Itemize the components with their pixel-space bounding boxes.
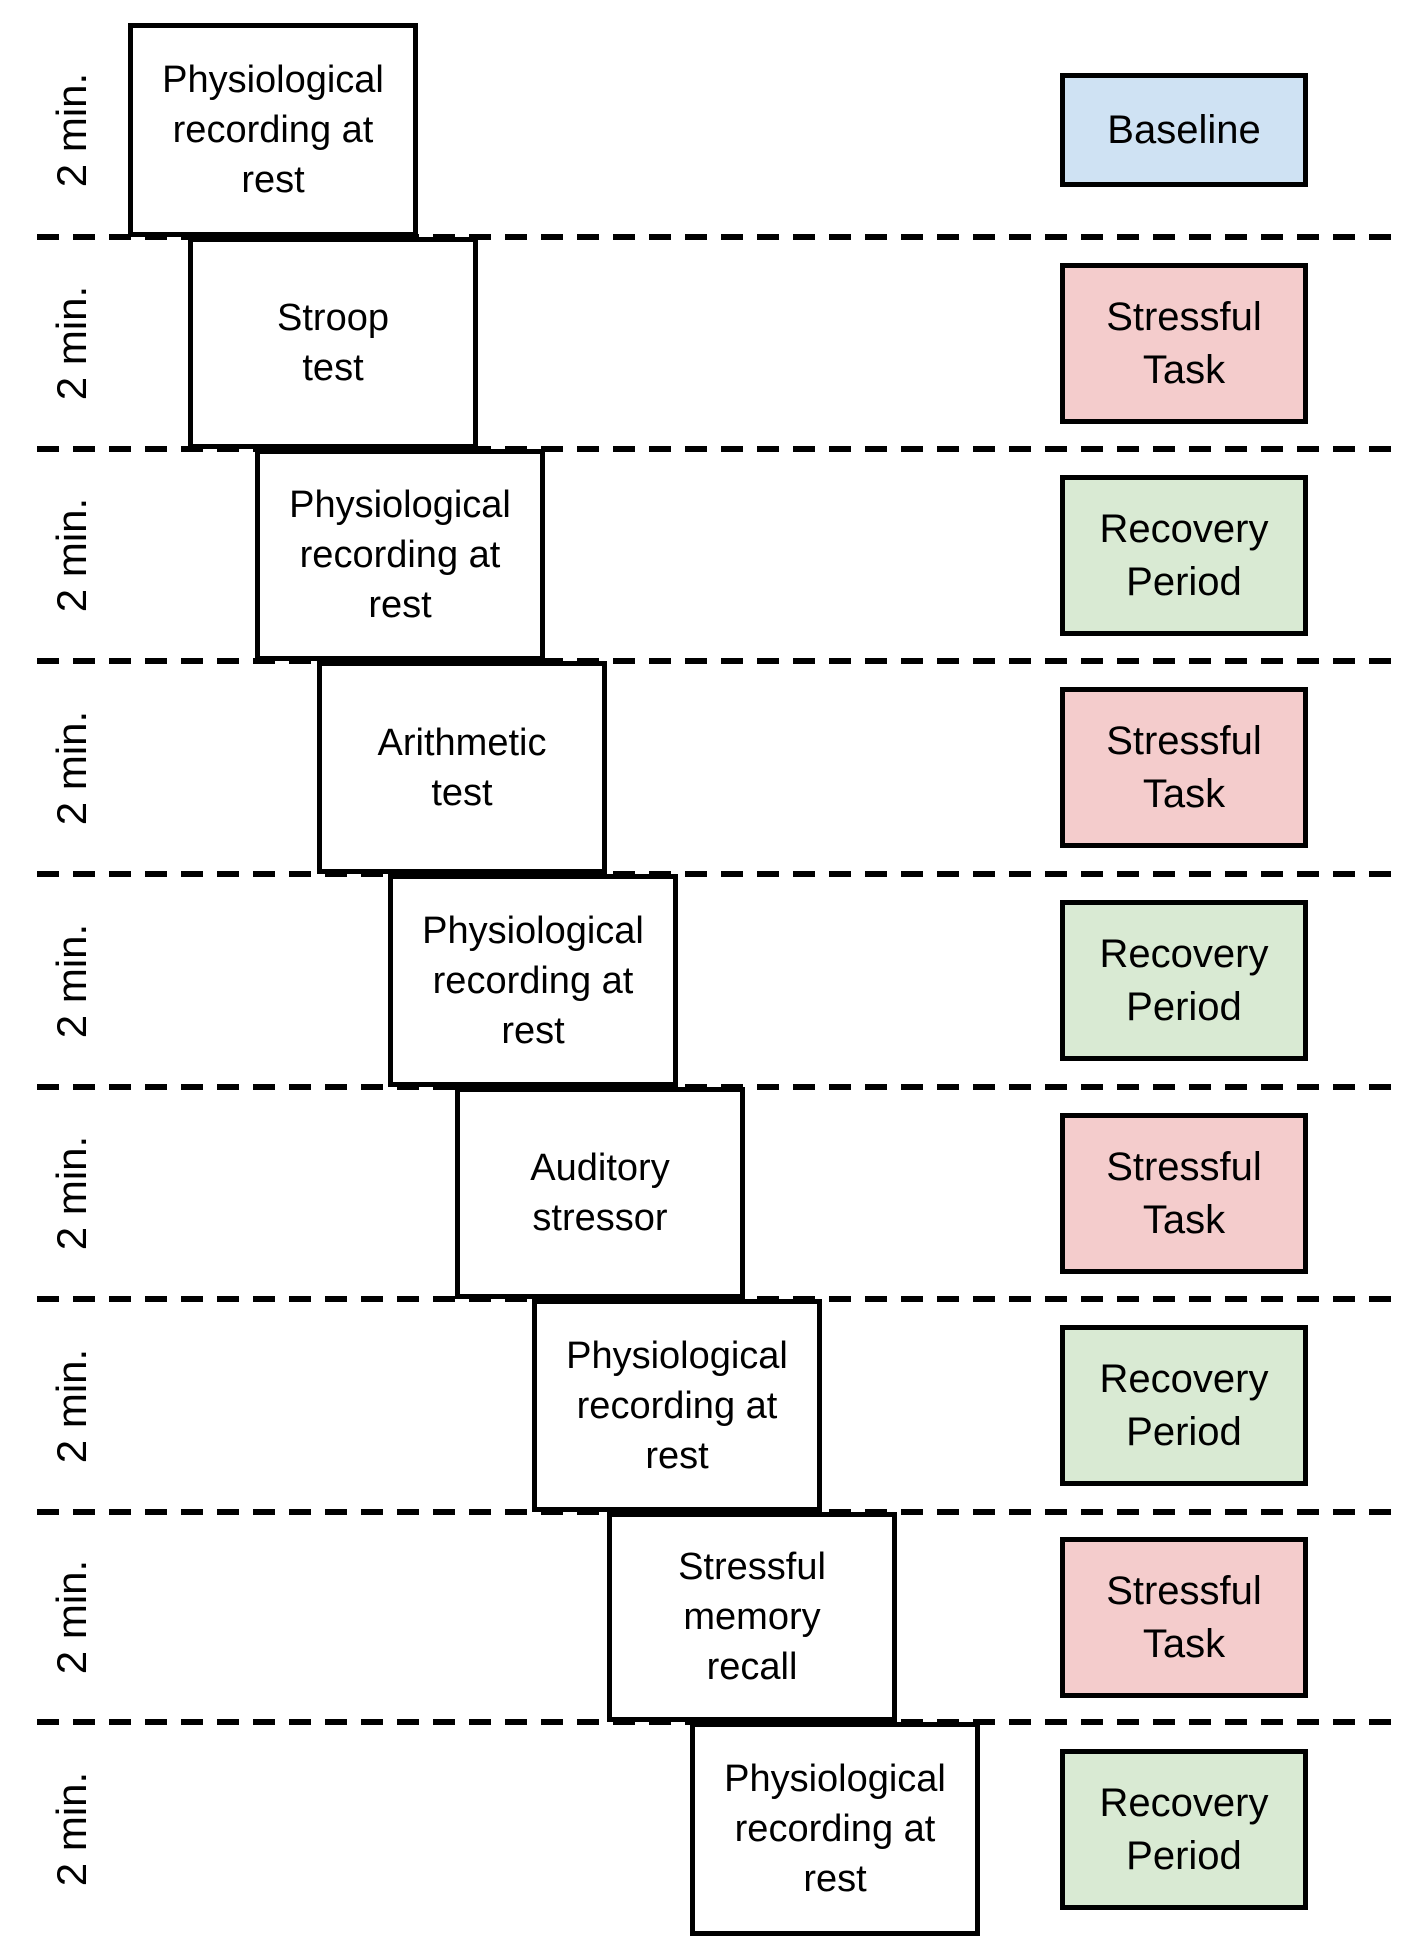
row-separator (37, 871, 1397, 877)
duration-label: 2 min. (48, 285, 95, 401)
phase-box: Stressful Task (1060, 1113, 1308, 1274)
phase-box: Recovery Period (1060, 900, 1308, 1061)
task-box: Stroop test (188, 237, 478, 449)
duration-label: 2 min. (48, 710, 95, 825)
phase-box: Stressful Task (1060, 687, 1308, 848)
phase-box: Stressful Task (1060, 263, 1308, 424)
duration-label: 2 min. (48, 72, 95, 188)
duration-label: 2 min. (48, 1559, 95, 1675)
task-box: Physiological recording at rest (690, 1722, 980, 1936)
row-separator (37, 446, 1397, 452)
phase-box: Recovery Period (1060, 1325, 1308, 1486)
task-box: Arithmetic test (317, 661, 607, 874)
phase-box: Recovery Period (1060, 1749, 1308, 1910)
task-box: Auditory stressor (455, 1087, 745, 1299)
task-box: Physiological recording at rest (255, 449, 545, 661)
duration-label: 2 min. (48, 1771, 95, 1887)
row-separator (37, 658, 1397, 664)
task-box: Physiological recording at rest (388, 874, 678, 1087)
task-box: Stressful memory recall (607, 1512, 897, 1722)
row-separator (37, 234, 1397, 240)
task-box: Physiological recording at rest (532, 1299, 822, 1512)
duration-label: 2 min. (48, 923, 95, 1038)
duration-label: 2 min. (48, 497, 95, 613)
phase-box: Baseline (1060, 73, 1308, 187)
task-box: Physiological recording at rest (128, 23, 418, 237)
phase-box: Recovery Period (1060, 475, 1308, 636)
duration-label: 2 min. (48, 1348, 95, 1463)
duration-label: 2 min. (48, 1135, 95, 1251)
phase-box: Stressful Task (1060, 1537, 1308, 1698)
